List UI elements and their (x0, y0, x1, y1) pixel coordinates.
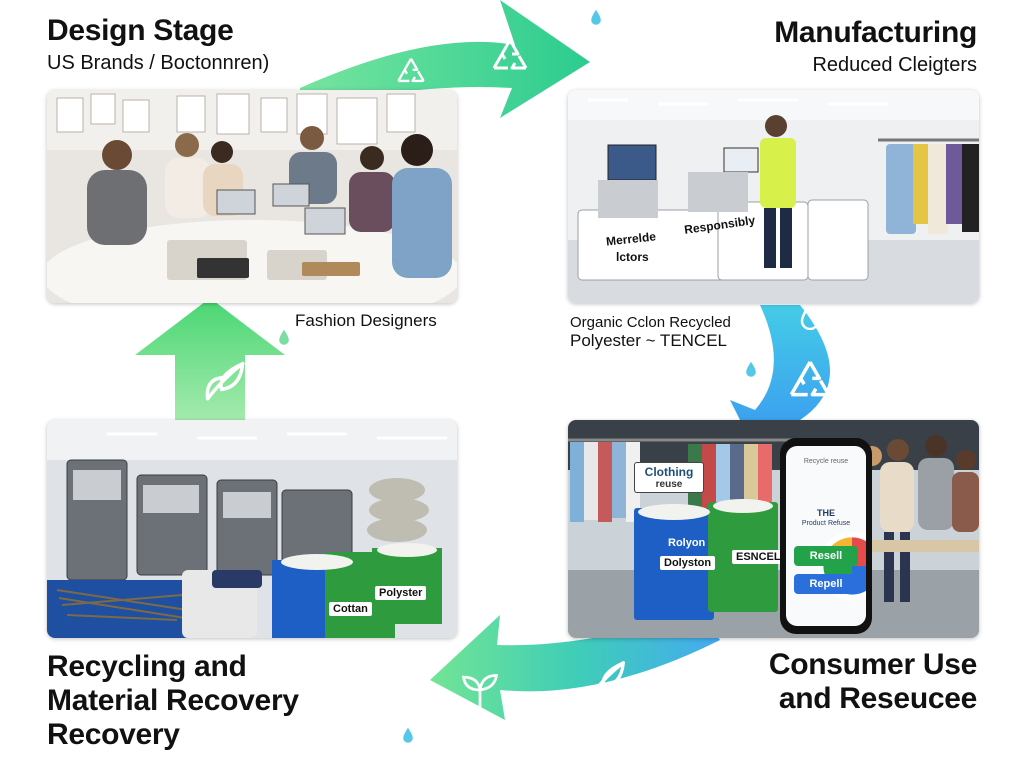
phone-screen: Recycle reuse THE Product Refuse Resell … (786, 446, 866, 626)
phone-subtitle: Product Refuse (801, 520, 851, 527)
water-drop-icon (620, 58, 640, 86)
manufacturing-photo: Merrelde Responsibly lctors (568, 90, 979, 303)
design-stage-subtitle: US Brands / Boctonnren) (47, 52, 270, 74)
recycling-title-line-3: Recovery (47, 718, 180, 751)
consumer-title-line-1: Consumer Use (768, 648, 977, 681)
leaf-icon (589, 661, 625, 697)
photo-label-lctors: lctors (616, 250, 649, 264)
arrow-design-to-manufacturing (300, 0, 590, 118)
recycling-photo: Cottan Polyster (47, 420, 457, 638)
water-drop-icon (279, 329, 289, 345)
water-drop-icon (746, 361, 756, 377)
materials-line-2: Polyester ~ TENCEL (570, 331, 728, 350)
sprout-icon (461, 673, 499, 710)
recycle-icon (789, 361, 831, 397)
water-drop-icon (591, 9, 601, 25)
phone-title: THE (817, 508, 835, 518)
sign-line-2: reuse (655, 479, 683, 490)
bin-label-dolyston: Dolyston (660, 556, 716, 570)
recycle-icon (360, 644, 390, 670)
water-drop-icon (800, 302, 820, 330)
smartphone: Recycle reuse THE Product Refuse Resell … (780, 438, 872, 634)
clothing-reuse-sign: Clothing reuse (634, 462, 704, 493)
recycle-icon (397, 58, 425, 83)
recycle-icon (492, 39, 528, 70)
design-stage-caption: Fashion Designers (295, 311, 437, 330)
leaf-icon (205, 361, 245, 401)
manufacturing-title: Manufacturing (774, 16, 977, 49)
bin-label-polyster: Polyster (375, 586, 427, 600)
consumer-title-line-2: and Reseucee (778, 682, 977, 715)
design-stage-title: Design Stage (47, 14, 234, 47)
bin-label-cottan: Cottan (329, 602, 372, 616)
resell-button[interactable]: Resell (794, 546, 858, 566)
bin-label-esncel: ESNCEL (732, 550, 785, 564)
design-stage-photo (47, 90, 457, 303)
phone-header: Recycle reuse (803, 458, 849, 465)
recycling-title-line-2: Material Recovery (47, 684, 299, 717)
bin-label-rolyon: Rolyon (668, 537, 706, 549)
sign-line-1: Clothing (644, 465, 694, 479)
materials-line-1: Organic Cclon Recycled (570, 314, 731, 331)
manufacturing-subtitle: Reduced Cleigters (812, 54, 977, 76)
phone-nav-icons (786, 606, 866, 626)
arrow-recycling-to-design (135, 298, 285, 420)
repell-button[interactable]: Repell (794, 574, 858, 594)
recycling-title-line-1: Recycling and (47, 650, 247, 683)
water-drop-icon (403, 727, 413, 743)
consumer-photo: Clothing reuse Rolyon Dolyston ESNCEL Re… (568, 420, 979, 638)
